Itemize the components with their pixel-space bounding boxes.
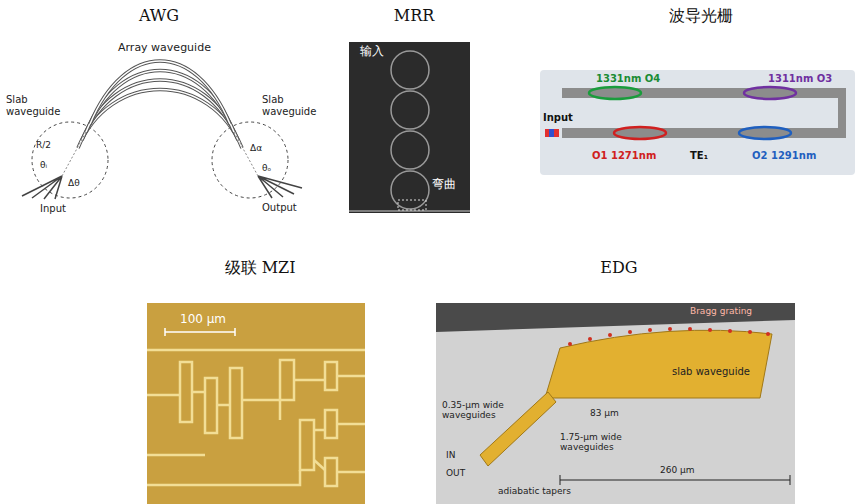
part-label: Δθ bbox=[68, 178, 80, 188]
panel: 级联 MZI bbox=[140, 258, 380, 504]
part-label: IN bbox=[446, 450, 455, 460]
part-label: Slab waveguide bbox=[262, 94, 318, 117]
grating-drawing bbox=[540, 70, 855, 175]
part-label: Array waveguide bbox=[118, 42, 211, 55]
edg-drawing bbox=[436, 303, 795, 504]
part-label: 100 μm bbox=[180, 313, 226, 327]
panel-title: 级联 MZI bbox=[140, 258, 380, 279]
part-label: θᵢ bbox=[40, 160, 47, 170]
part-label: Bragg grating bbox=[690, 306, 752, 316]
panel: MRR bbox=[340, 6, 488, 216]
awg-drawing bbox=[22, 61, 302, 199]
part-label: TE₁ bbox=[690, 150, 708, 162]
mzi-drawing bbox=[147, 303, 365, 504]
panel-title: MRR bbox=[340, 6, 488, 25]
part-label: OUT bbox=[446, 468, 465, 478]
panel-title: EDG bbox=[430, 258, 808, 277]
mrr-drawing bbox=[349, 42, 470, 213]
part-label: Input bbox=[40, 203, 66, 215]
part-label: O1 1271nm bbox=[592, 150, 656, 162]
part-label: 260 μm bbox=[660, 465, 695, 475]
part-label: slab waveguide bbox=[672, 366, 750, 378]
panel-title: 波导光栅 bbox=[535, 6, 861, 27]
part-label: 输入 bbox=[360, 45, 384, 59]
part-label: 1331nm O4 bbox=[596, 73, 660, 85]
panel: EDG bbox=[430, 258, 808, 504]
part-label: Input bbox=[543, 112, 573, 124]
part-label: 0.35-μm wide waveguides bbox=[442, 400, 506, 421]
panel-title: AWG bbox=[0, 6, 318, 25]
part-label: Δα bbox=[250, 143, 262, 153]
part-label: Slab waveguide bbox=[6, 94, 62, 117]
part-label: 83 μm bbox=[590, 408, 619, 418]
part-label: 1311nm O3 bbox=[768, 73, 832, 85]
part-label: 弯曲 bbox=[432, 178, 456, 192]
part-label: adiabatic tapers bbox=[498, 486, 571, 496]
part-label: O2 1291nm bbox=[752, 150, 816, 162]
part-label: 1.75-μm wide waveguides bbox=[560, 432, 640, 453]
part-label: Output bbox=[262, 202, 297, 214]
part-label: θₒ bbox=[262, 163, 271, 173]
part-label: R/2 bbox=[36, 140, 51, 150]
